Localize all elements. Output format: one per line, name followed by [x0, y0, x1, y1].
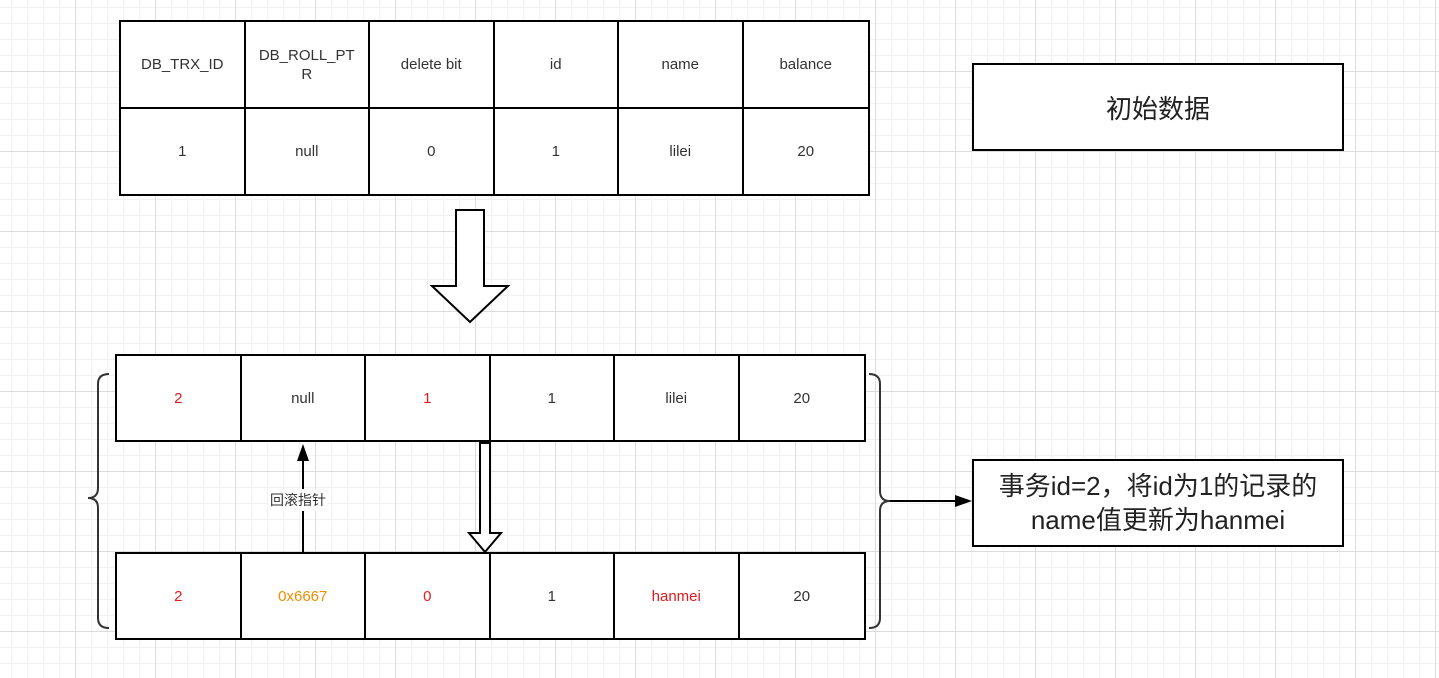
new-balance: 20 — [793, 587, 811, 605]
small-down-arrow — [466, 442, 504, 554]
header-balance: balance — [743, 22, 868, 109]
header-db-roll-ptr: DB_ROLL_PTR — [245, 22, 370, 109]
left-brace — [87, 373, 110, 629]
old-id: 1 — [491, 356, 615, 440]
initial-delete-bit: 0 — [370, 109, 495, 194]
old-name: lilei — [615, 356, 740, 440]
initial-db-trx-id: 1 — [121, 109, 246, 194]
initial-balance: 20 — [797, 143, 815, 160]
new-version-row: 2 0x6667 0 1 hanmei 20 — [115, 552, 866, 640]
old-balance: 20 — [793, 389, 811, 407]
old-delete-bit: 1 — [366, 356, 491, 440]
brace-to-note-arrowhead — [955, 495, 972, 507]
header-db-trx-id: DB_TRX_ID — [121, 22, 246, 109]
initial-data-note: 初始数据 — [972, 63, 1344, 151]
initial-name: lilei — [619, 109, 744, 194]
big-down-arrow — [429, 209, 511, 324]
header-name: name — [619, 22, 744, 109]
old-db-roll-ptr: null — [242, 356, 366, 440]
header-id: id — [494, 22, 619, 109]
rollback-pointer-label: 回滚指针 — [268, 489, 328, 511]
old-version-row: 2 null 1 1 lilei 20 — [115, 354, 866, 442]
transaction-note: 事务id=2，将id为1的记录的name值更新为hanmei — [972, 459, 1344, 547]
header-delete-bit: delete bit — [370, 22, 495, 109]
initial-id: 1 — [495, 109, 619, 194]
old-db-trx-id: 2 — [117, 356, 242, 440]
new-db-trx-id: 2 — [117, 554, 242, 638]
new-id: 1 — [491, 554, 615, 638]
new-db-roll-ptr: 0x6667 — [242, 554, 366, 638]
new-delete-bit: 0 — [366, 554, 491, 638]
initial-record-table: DB_TRX_ID DB_ROLL_PTR delete bit id name… — [119, 20, 870, 196]
new-name: hanmei — [615, 554, 740, 638]
rollback-pointer-arrowhead — [297, 444, 309, 461]
right-brace — [868, 373, 891, 629]
initial-db-roll-ptr: null — [246, 109, 370, 194]
